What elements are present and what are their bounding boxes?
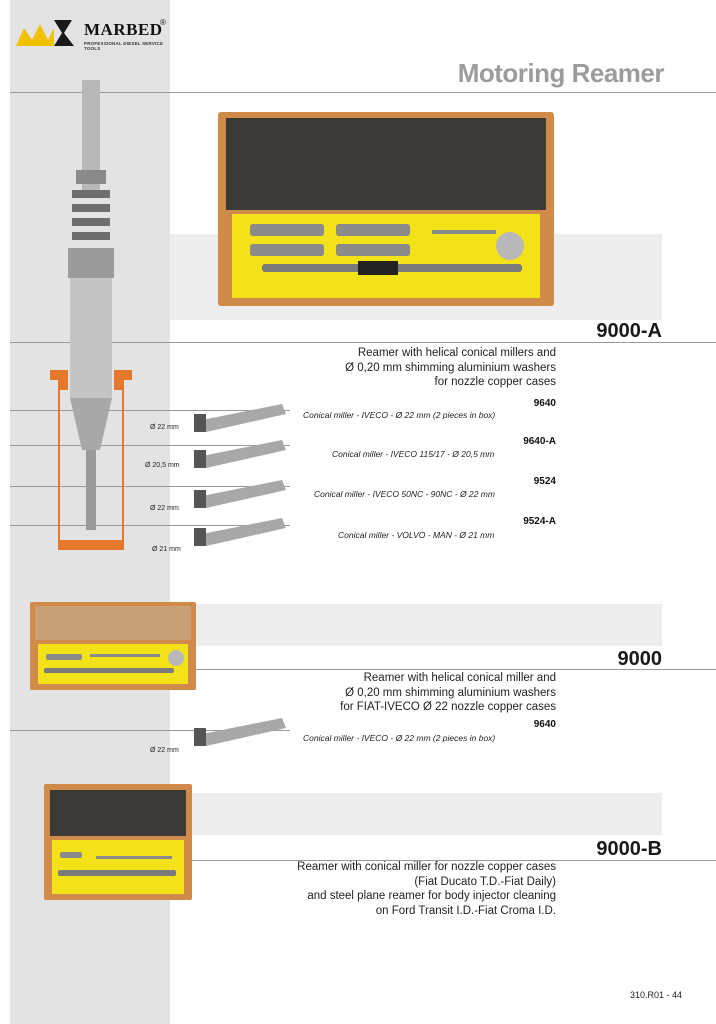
description-9000: Reamer with helical conical miller and Ø… bbox=[340, 671, 556, 715]
part-code: 9640 bbox=[533, 719, 556, 730]
logo-mark-icon bbox=[16, 20, 74, 46]
section-band-9000-b bbox=[170, 793, 662, 835]
description-line: (Fiat Ducato T.D.-Fiat Daily) bbox=[414, 875, 556, 888]
description-9000-a: Reamer with helical conical millers and … bbox=[345, 346, 556, 390]
page-number: 310.R01 - 44 bbox=[629, 990, 682, 1000]
case-9000-image bbox=[30, 602, 196, 690]
part-code: 9640 bbox=[533, 398, 556, 409]
conical-miller-9640-image bbox=[194, 404, 286, 432]
part-code: 9524-A bbox=[523, 516, 556, 527]
part-diameter: Ø 22 mm bbox=[150, 505, 179, 512]
description-line: and steel plane reamer for body injector… bbox=[307, 890, 556, 902]
brand-logo: MARBED ® PROFESSIONAL DIESEL SERVICE TOO… bbox=[14, 16, 174, 56]
rule-9000-a bbox=[10, 342, 716, 343]
part-diameter: Ø 21 mm bbox=[152, 546, 181, 553]
description-line: Ø 0,20 mm shimming aluminium washers bbox=[345, 686, 556, 699]
description-line: for nozzle copper cases bbox=[434, 376, 556, 388]
header-rule bbox=[10, 92, 716, 93]
description-line: Ø 0,20 mm shimming aluminium washers bbox=[345, 361, 556, 374]
rule-9000 bbox=[170, 669, 716, 670]
dim-rule-4 bbox=[10, 525, 290, 526]
part-code: 9640-A bbox=[523, 436, 556, 447]
part-description: Conical miller - IVECO 50NC - 90NC - Ø 2… bbox=[314, 489, 495, 499]
description-line: Reamer with helical conical millers and bbox=[357, 347, 556, 359]
brand-tagline: PROFESSIONAL DIESEL SERVICE TOOLS bbox=[84, 41, 164, 51]
description-line: Reamer with helical conical miller and bbox=[363, 672, 556, 684]
part-code: 9524 bbox=[533, 476, 556, 487]
dim-rule-3 bbox=[10, 486, 290, 487]
part-diameter: Ø 20,5 mm bbox=[145, 462, 180, 469]
section-code-9000: 9000 bbox=[617, 648, 663, 670]
description-line: on Ford Transit I.D.-Fiat Croma I.D. bbox=[375, 904, 556, 917]
brand-name: MARBED bbox=[84, 20, 163, 39]
rule-9000-b bbox=[170, 860, 716, 861]
section-band-9000 bbox=[170, 604, 662, 646]
page-title: Motoring Reamer bbox=[457, 58, 665, 88]
part-description: Conical miller - VOLVO - MAN - Ø 21 mm bbox=[338, 530, 495, 540]
description-line: for FIAT-IVECO Ø 22 nozzle copper cases bbox=[340, 701, 556, 713]
description-9000-b: Reamer with conical miller for nozzle co… bbox=[297, 860, 556, 918]
conical-miller-9640-a-image bbox=[194, 440, 286, 468]
case-9000-b-image bbox=[44, 784, 192, 900]
dim-rule-5 bbox=[10, 730, 290, 731]
part-description: Conical miller - IVECO - Ø 22 mm (2 piec… bbox=[303, 410, 496, 420]
reamer-cross-section-image bbox=[50, 80, 132, 550]
dim-rule-2 bbox=[10, 445, 290, 446]
part-description: Conical miller - IVECO 115/17 - Ø 20,5 m… bbox=[332, 449, 495, 459]
conical-miller-9640-image bbox=[194, 718, 286, 746]
section-code-9000-a: 9000-A bbox=[596, 320, 662, 342]
conical-miller-9524-a-image bbox=[194, 518, 286, 546]
description-line: Reamer with conical miller for nozzle co… bbox=[297, 861, 556, 873]
case-9000-a-image bbox=[218, 112, 554, 306]
dim-rule-1 bbox=[10, 410, 290, 411]
part-diameter: Ø 22 mm bbox=[150, 747, 179, 754]
conical-miller-9524-image bbox=[194, 480, 286, 508]
part-description: Conical miller - IVECO - Ø 22 mm (2 piec… bbox=[303, 733, 496, 743]
brand-registered: ® bbox=[160, 18, 166, 27]
section-code-9000-b: 9000-B bbox=[596, 838, 662, 860]
part-diameter: Ø 22 mm bbox=[150, 424, 179, 431]
